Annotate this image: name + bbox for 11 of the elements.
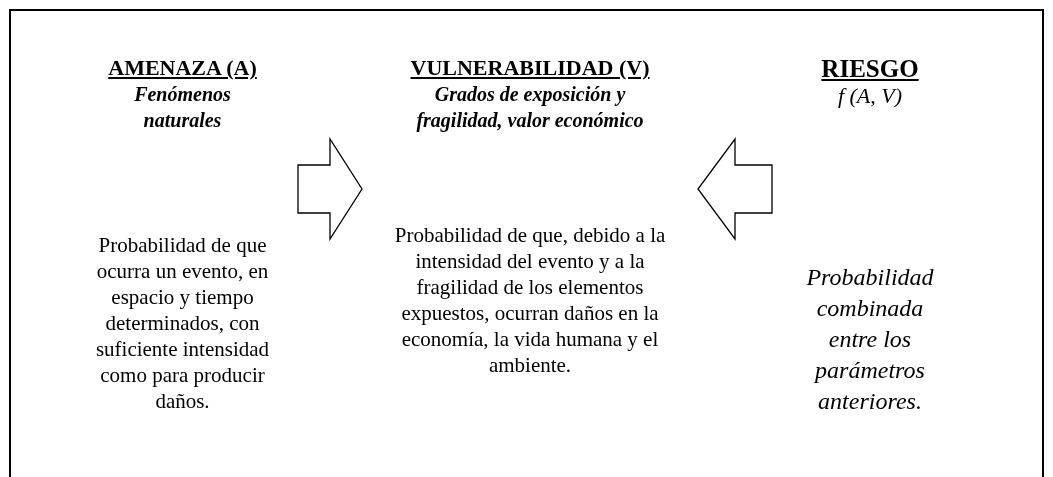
description-text: Probabilidad de que, debido a la intensidad del evento y a la fragilidad de los elementos expuestos, ocurran daños en la economía, la vida humana y el ambiente.: [393, 222, 667, 378]
column-subheading: Grados de exposición y fragilidad, valor económico: [415, 82, 645, 133]
column-heading: AMENAZA (A): [107, 55, 258, 81]
column-subheading: Fenómenos naturales: [133, 82, 232, 133]
column-heading: RIESGO: [820, 55, 920, 83]
description-text: Probabilidad de que ocurra un evento, en espacio y tiempo determinados, con suficiente intensidad como para producir daños.: [94, 232, 271, 414]
block-arrow: [297, 136, 363, 242]
block-arrow: [697, 137, 773, 241]
description-text: Probabilidad combinada entre los parámetros anteriores.: [805, 263, 935, 416]
column-heading: VULNERABILIDAD (V): [409, 55, 651, 81]
column-subheading: f (A, V): [836, 83, 904, 109]
